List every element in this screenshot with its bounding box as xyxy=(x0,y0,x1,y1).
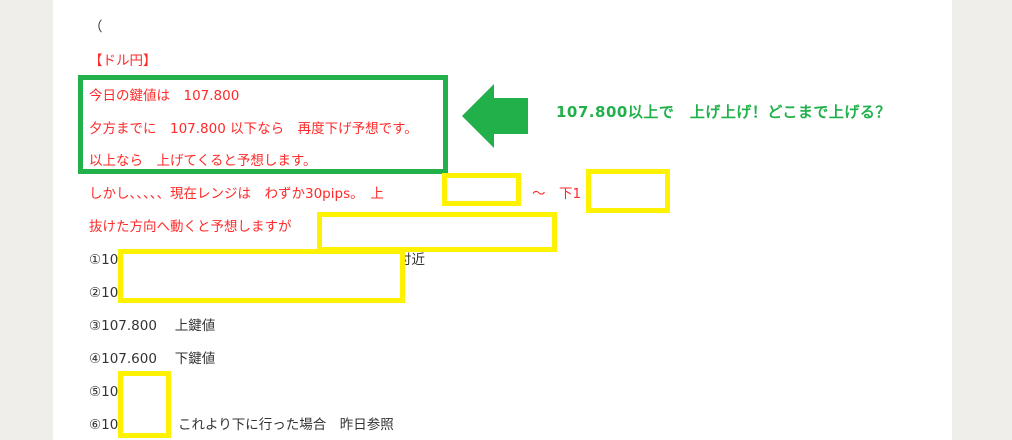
green-highlight-box xyxy=(78,75,448,174)
item-5-prefix: ⑤10 xyxy=(89,384,119,400)
key-today-text: 今日の鍵値は 107.800 xyxy=(89,88,240,104)
above-text: 以上なら 上げてくると予想します。 xyxy=(89,153,317,169)
however-text: しかし、、、、、現在レンジは わずか30pips。 上 xyxy=(89,186,384,202)
evening-text: 夕方までに 107.800 以下なら 再度下げ予想です。 xyxy=(89,121,418,137)
breakout-text: 抜けた方向へ動くと予想しますが xyxy=(89,219,292,235)
item-1-prefix: ①10 xyxy=(89,252,119,268)
pair-heading: 【ドル円】 xyxy=(89,53,157,69)
left-arrow-icon xyxy=(462,84,528,148)
range-tilde-text: ～ 下1 xyxy=(532,186,582,202)
redaction-box-lower xyxy=(586,169,670,213)
redaction-box-breakout xyxy=(317,212,557,252)
item-4: ④107.600 下鍵値 xyxy=(89,351,216,367)
paren-text: （ xyxy=(89,19,103,35)
redaction-box-items-1-2 xyxy=(118,249,405,303)
callout-text: 107.800以上で 上げ上げ！どこまで上げる？ xyxy=(556,103,891,121)
redaction-box-upper xyxy=(442,173,521,206)
redaction-box-items-5-6 xyxy=(118,371,171,438)
item-6-suffix: これより下に行った場合 昨日参照 xyxy=(178,417,394,433)
item-3: ③107.800 上鍵値 xyxy=(89,318,216,334)
item-2-prefix: ②10 xyxy=(89,285,119,301)
item-6-prefix: ⑥10 xyxy=(89,417,119,433)
